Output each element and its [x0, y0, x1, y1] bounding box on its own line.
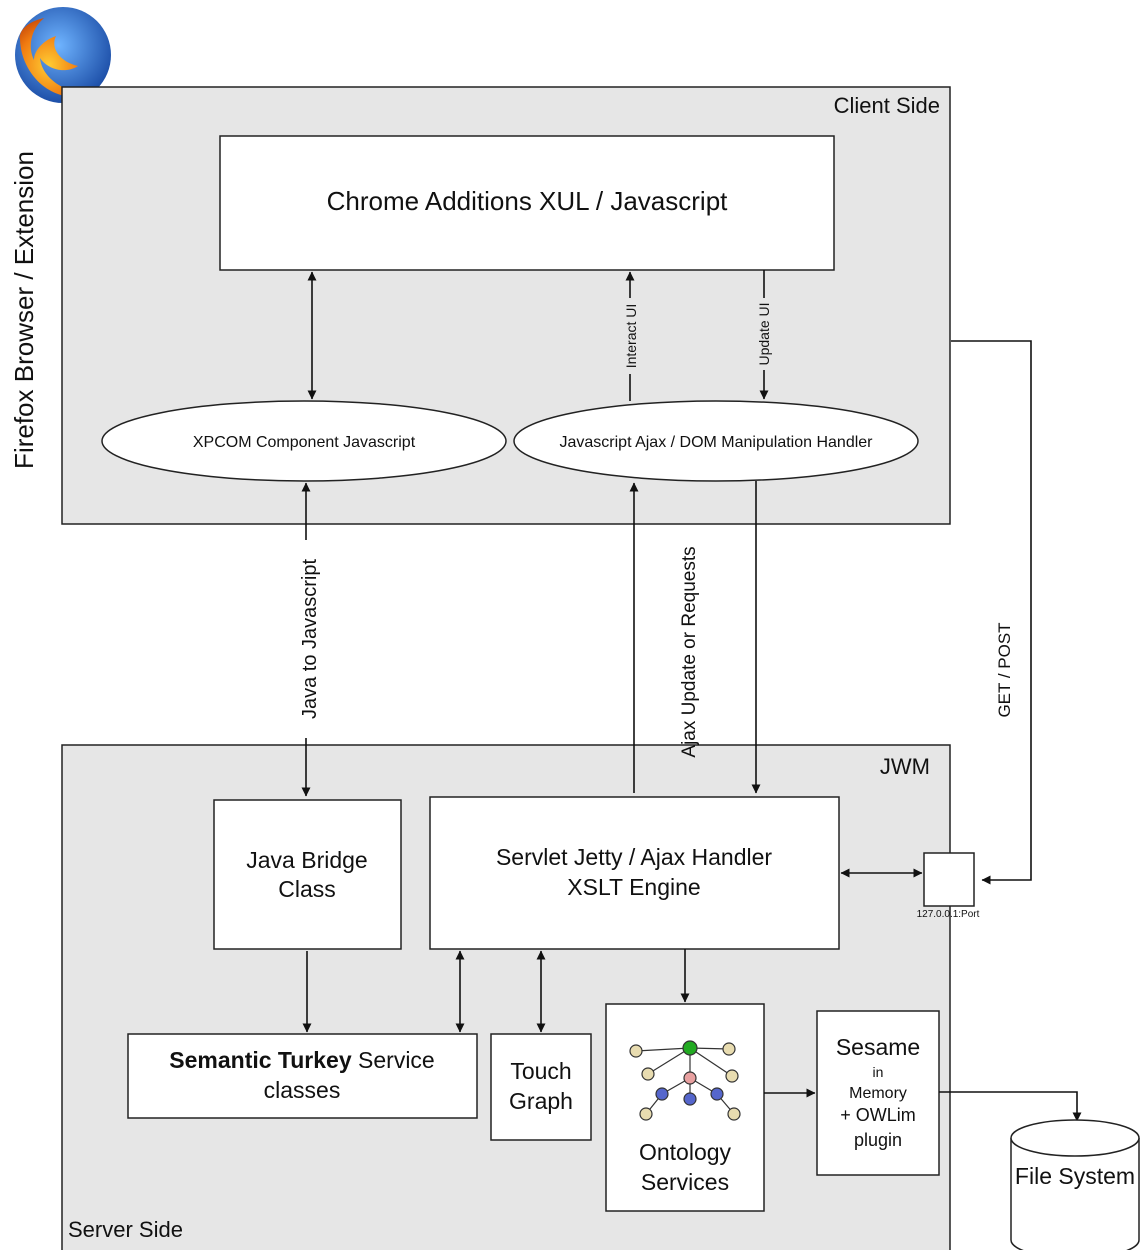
- xpcom-component-label: XPCOM Component Javascript: [193, 434, 416, 451]
- chrome-additions-box: [219, 135, 835, 271]
- sesame-memory: Memory: [849, 1085, 907, 1102]
- client-side-title: Client Side: [834, 93, 940, 118]
- port-label: 127.0.0.1:Port: [917, 909, 980, 920]
- servlet-jetty-box: [429, 796, 840, 950]
- update-ui-label: Update UI: [756, 302, 772, 365]
- server-side-title: Server Side: [68, 1217, 183, 1242]
- touch-graph-line2: Graph: [509, 1088, 573, 1114]
- ajax-dom-handler-ellipse: [513, 400, 919, 482]
- firefox-logo-icon: [15, 7, 111, 103]
- ontology-services-line1: Ontology: [639, 1139, 732, 1165]
- java-bridge-box: [213, 799, 402, 950]
- get-post-connector: [951, 340, 1032, 885]
- servlet-jetty-line2: XSLT Engine: [567, 874, 700, 900]
- sesame-owlim: + OWLim: [840, 1105, 916, 1125]
- java-bridge-line2: Class: [278, 876, 336, 902]
- touch-graph-box: [490, 1033, 592, 1141]
- ontology-services-line2: Services: [641, 1169, 729, 1195]
- ajax-update-label: Ajax Update or Requests: [679, 546, 700, 757]
- semantic-turkey-box: [127, 1033, 478, 1119]
- semantic-turkey-line1: Semantic Turkey Service: [169, 1047, 434, 1073]
- java-to-js-label: Java to Javascript: [299, 559, 321, 720]
- java-bridge-line1: Java Bridge: [246, 847, 367, 873]
- ontology-services-box: [605, 1003, 765, 1212]
- get-post-label: GET / POST: [995, 622, 1014, 717]
- xpcom-component-ellipse: [101, 400, 507, 482]
- sesame-box: [816, 1010, 940, 1176]
- side-label: Firefox Browser / Extension: [9, 151, 39, 469]
- sesame-filesystem-arrow: [939, 1091, 1082, 1122]
- interact-ui-label: Interact UI: [623, 304, 639, 369]
- semantic-turkey-line2: classes: [264, 1077, 341, 1103]
- sesame-in: in: [873, 1064, 884, 1080]
- file-system-label: File System: [1015, 1163, 1135, 1189]
- jwm-title: JWM: [880, 754, 930, 779]
- sesame-plugin: plugin: [854, 1130, 902, 1150]
- ajax-dom-handler-label: Javascript Ajax / DOM Manipulation Handl…: [559, 434, 873, 451]
- chrome-additions-label: Chrome Additions XUL / Javascript: [327, 186, 729, 216]
- file-system-cylinder: [1010, 1119, 1140, 1250]
- port-box: [923, 852, 975, 907]
- sesame-title: Sesame: [836, 1034, 920, 1060]
- touch-graph-line1: Touch: [510, 1058, 571, 1084]
- servlet-jetty-line1: Servlet Jetty / Ajax Handler: [496, 844, 772, 870]
- ontology-graph-icon: [629, 1040, 741, 1121]
